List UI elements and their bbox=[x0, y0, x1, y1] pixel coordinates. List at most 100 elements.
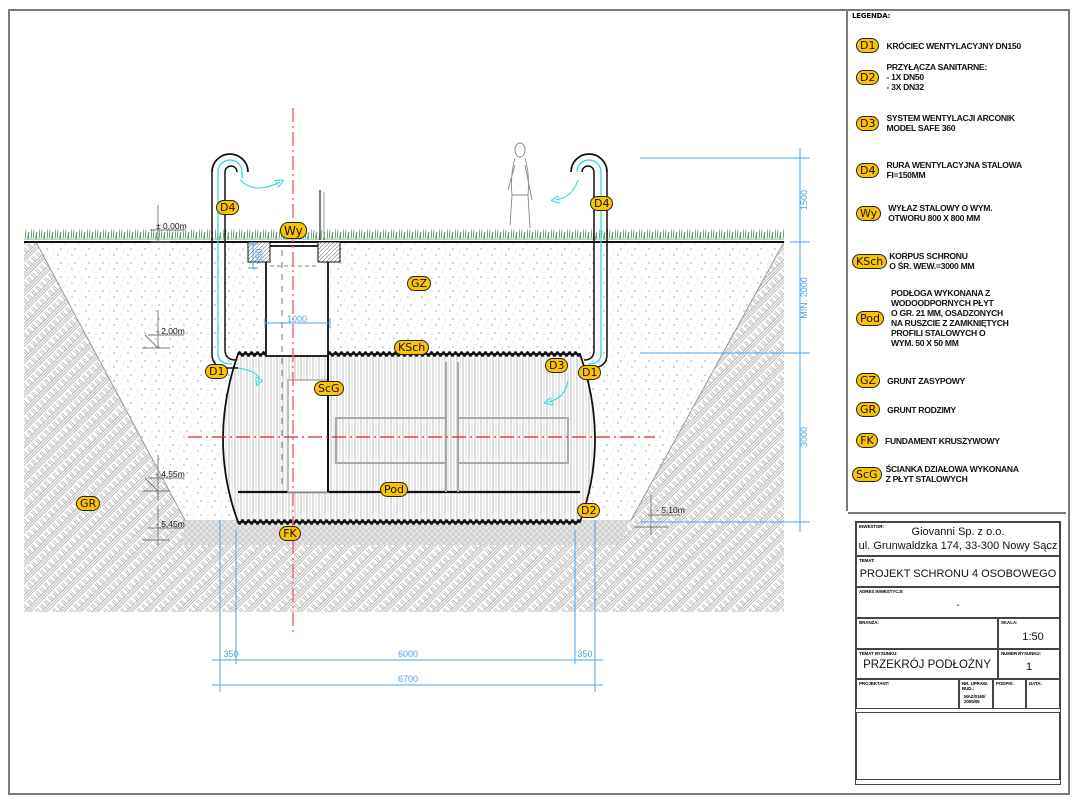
investor-cell: INWESTOR: Giovanni Sp. z o.o. ul. Grunwa… bbox=[856, 522, 1060, 556]
person-figure bbox=[507, 142, 533, 229]
dim-1500: 1500 bbox=[799, 190, 809, 210]
address-cell: ADRES INWESTYCJI: - bbox=[856, 587, 1060, 618]
level-minus-455: - 4,55m bbox=[156, 469, 185, 479]
legend-description: GRUNT ZASYPOWY bbox=[887, 375, 965, 386]
marker-wy: Wy bbox=[280, 222, 307, 239]
legend-item: GZ GRUNT ZASYPOWY bbox=[856, 373, 965, 388]
legend-code: GZ bbox=[856, 373, 881, 388]
notes-cell bbox=[856, 712, 1060, 780]
level-0: ± 0,00m bbox=[156, 221, 187, 231]
legend-code: ScG bbox=[852, 466, 882, 482]
legend-item: GR GRUNT RODZIMY bbox=[856, 402, 956, 417]
legend-code: GR bbox=[856, 402, 881, 417]
scale-value: 1:50 bbox=[1022, 631, 1044, 643]
legend-item: KSch KORPUS SCHRONU O ŚR. WEW.=3000 MM bbox=[852, 251, 975, 271]
legend-code: D2 bbox=[856, 69, 880, 85]
corrugation-bottom bbox=[237, 519, 581, 525]
marker-d1-right: D1 bbox=[578, 365, 602, 380]
legend-code: D3 bbox=[856, 115, 880, 131]
branch-cell: BRANŻA: bbox=[856, 618, 998, 649]
license-cell: NR. UPRAW. BUD.: MAZ/0160/ 2005/05 bbox=[959, 679, 993, 709]
dimension-lines bbox=[212, 148, 810, 692]
legend-description: WYŁAZ STALOWY O WYM. OTWORU 800 X 800 MM bbox=[888, 203, 993, 223]
marker-d3: D3 bbox=[545, 358, 569, 373]
marker-d2: D2 bbox=[577, 503, 601, 518]
partition-door bbox=[287, 379, 329, 493]
drawing-number-value: 1 bbox=[1025, 661, 1033, 673]
designer-label: PROJEKTANT: bbox=[859, 681, 890, 686]
license-label: NR. UPRAW. BUD.: bbox=[962, 681, 988, 691]
drawing-frame bbox=[8, 9, 1070, 795]
marker-ksch: KSch bbox=[394, 340, 430, 355]
legend-description: PODŁOGA WYKONANA Z WODOODPORNYCH PŁYT O … bbox=[890, 288, 1009, 348]
legend-description: KRÓCIEC WENTYLACYJNY DN150 bbox=[886, 40, 1021, 51]
designer-cell: PROJEKTANT: bbox=[856, 679, 959, 709]
dim-350-left: 350 bbox=[223, 649, 238, 659]
level-minus-545: - 5,45m bbox=[156, 519, 185, 529]
investor-address: ul. Grunwaldzka 174, 33-300 Nowy Sącz bbox=[858, 540, 1058, 552]
marker-d4-right: D4 bbox=[590, 196, 614, 211]
legend-title: LEGENDA: bbox=[852, 12, 891, 20]
level-marks bbox=[142, 205, 680, 545]
drawing-topic-cell: TEMAT RYSUNKU: PRZEKRÓJ PODŁOŻNY bbox=[856, 649, 998, 679]
marker-gz: GZ bbox=[407, 276, 432, 291]
dim-6700: 6700 bbox=[398, 674, 418, 684]
topic-cell: TEMAT: PROJEKT SCHRONU 4 OSOBOWEGO bbox=[856, 556, 1060, 587]
legend-item: D3 SYSTEM WENTYLACJI ARCONIK MODEL SAFE … bbox=[856, 113, 1015, 133]
legend-item: Pod PODŁOGA WYKONANA Z WODOODPORNYCH PŁY… bbox=[856, 288, 1009, 348]
date-cell: DATA: bbox=[1026, 679, 1060, 709]
drawing-topic-value: PRZEKRÓJ PODŁOŻNY bbox=[863, 659, 991, 671]
legend-description: GRUNT RODZIMY bbox=[887, 404, 956, 415]
shelter-body bbox=[222, 351, 596, 525]
drawing-number-label: NUMER RYSUNKU: bbox=[1001, 651, 1041, 656]
marker-gr: GR bbox=[76, 496, 101, 511]
legend-item: Wy WYŁAZ STALOWY O WYM. OTWORU 800 X 800… bbox=[856, 203, 992, 223]
date-label: DATA: bbox=[1029, 681, 1042, 686]
marker-pod: Pod bbox=[380, 482, 408, 497]
branch-label: BRANŻA: bbox=[859, 620, 879, 625]
marker-d4-left: D4 bbox=[216, 200, 240, 215]
dim-3000: 3000 bbox=[799, 427, 809, 447]
legend-description: KORPUS SCHRONU O ŚR. WEW.=3000 MM bbox=[889, 251, 975, 271]
legend-code: Wy bbox=[856, 205, 882, 221]
topic-value: PROJEKT SCHRONU 4 OSOBOWEGO bbox=[859, 568, 1057, 580]
legend-description: RURA WENTYLACYJNA STALOWA FI=150MM bbox=[886, 160, 1022, 180]
manhole-shaft bbox=[247, 190, 341, 490]
marker-fk: FK bbox=[279, 526, 301, 541]
legend-item: D2 PRZYŁĄCZA SANITARNE: - 1X DN50 - 3X D… bbox=[856, 62, 987, 92]
license-value: MAZ/0160/ 2005/05 bbox=[964, 694, 986, 704]
legend-description: PRZYŁĄCZA SANITARNE: - 1X DN50 - 3X DN32 bbox=[886, 62, 987, 92]
legend-description: FUNDAMENT KRUSZYWOWY bbox=[885, 435, 1000, 446]
title-block: INWESTOR: Giovanni Sp. z o.o. ul. Grunwa… bbox=[848, 512, 1066, 793]
scale-label: SKALA: bbox=[1001, 620, 1018, 625]
title-block-inner: INWESTOR: Giovanni Sp. z o.o. ul. Grunwa… bbox=[855, 521, 1061, 785]
investor-label: INWESTOR: bbox=[859, 524, 884, 529]
legend-code: Pod bbox=[856, 310, 884, 326]
legend-code: D1 bbox=[856, 38, 880, 53]
dim-min-2000: MIN. 2000 bbox=[799, 277, 809, 319]
level-minus-2: - 2,00m bbox=[156, 326, 185, 336]
address-value: - bbox=[956, 600, 960, 611]
address-label: ADRES INWESTYCJI: bbox=[859, 589, 904, 594]
topic-label: TEMAT: bbox=[859, 558, 875, 563]
dim-350-hatch: 350 bbox=[254, 248, 264, 263]
legend-description: SYSTEM WENTYLACJI ARCONIK MODEL SAFE 360 bbox=[886, 113, 1015, 133]
drawing-number-cell: NUMER RYSUNKU: 1 bbox=[998, 649, 1060, 679]
legend-item: D4 RURA WENTYLACYJNA STALOWA FI=150MM bbox=[856, 160, 1022, 180]
level-minus-510: - 5,10m bbox=[656, 505, 685, 515]
legend-code: D4 bbox=[856, 162, 880, 178]
marker-d1-left: D1 bbox=[205, 364, 229, 379]
dim-1000: 1000 bbox=[287, 314, 307, 324]
legend-code: FK bbox=[856, 433, 878, 448]
grass-strip bbox=[24, 228, 784, 242]
signature-label: PODPIS: bbox=[996, 681, 1014, 686]
drawing-topic-label: TEMAT RYSUNKU: bbox=[859, 651, 898, 656]
dim-6000: 6000 bbox=[398, 649, 418, 659]
dim-350-right: 350 bbox=[577, 649, 592, 659]
legend-description: ŚCIANKA DZIAŁOWA WYKONANA Z PŁYT STALOWY… bbox=[885, 464, 1019, 484]
legend-item: ScG ŚCIANKA DZIAŁOWA WYKONANA Z PŁYT STA… bbox=[852, 464, 1019, 484]
signature-cell: PODPIS: bbox=[993, 679, 1026, 709]
scale-cell: SKALA: 1:50 bbox=[998, 618, 1060, 649]
legend-item: D1 KRÓCIEC WENTYLACYJNY DN150 bbox=[856, 38, 1021, 53]
